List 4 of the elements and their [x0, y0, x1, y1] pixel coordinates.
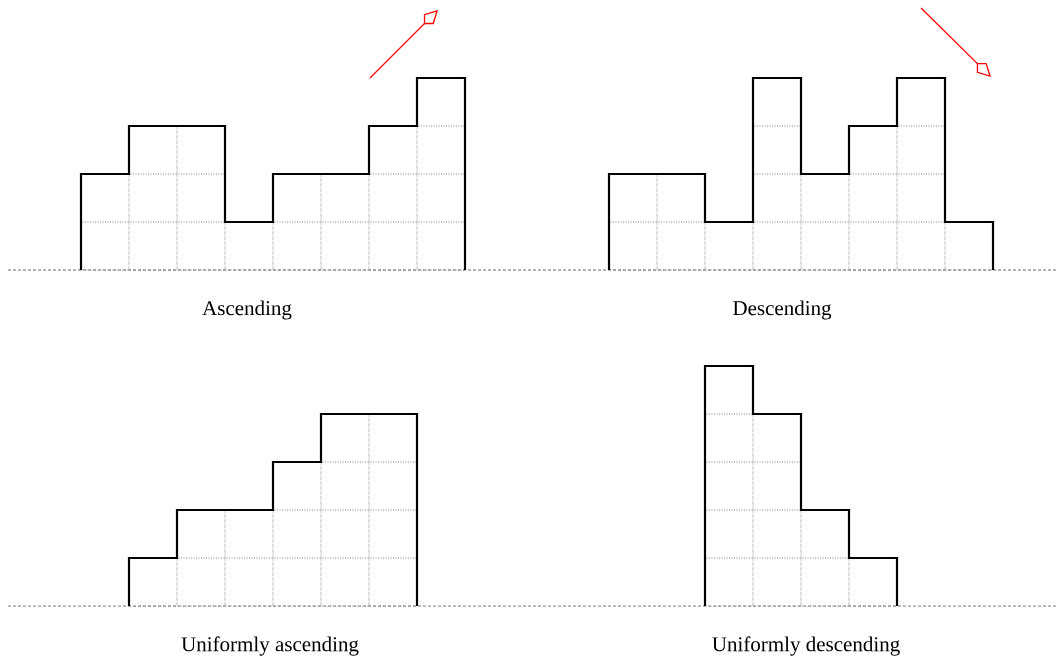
panel-label: Uniformly ascending [181, 636, 359, 656]
panel-label: Uniformly descending [712, 636, 900, 656]
panel-label: Ascending [202, 300, 292, 320]
panel-label: Descending [733, 300, 832, 320]
